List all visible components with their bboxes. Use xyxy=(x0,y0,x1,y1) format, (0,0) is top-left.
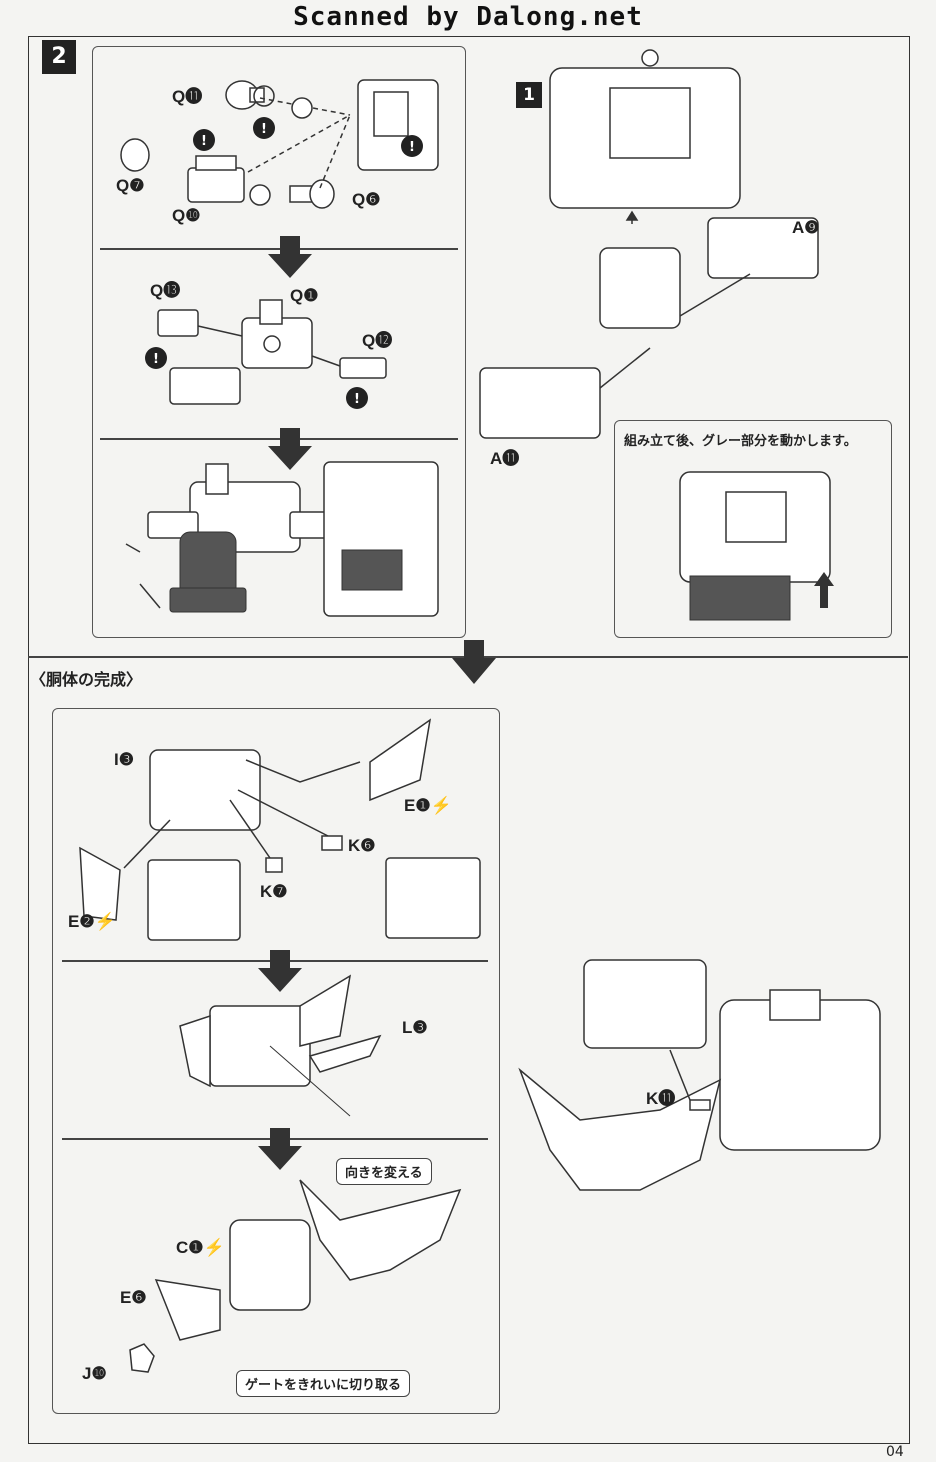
moving-gray-part-drawing xyxy=(679,471,834,621)
after-assembly-frame xyxy=(614,420,892,638)
label-a9: A❾ xyxy=(792,218,820,237)
watermark: Scanned by Dalong.net xyxy=(293,2,643,32)
parts-drawing-q: !!! xyxy=(120,79,439,209)
substep-badge: 1 xyxy=(516,82,542,108)
label-q12: Q⓬ xyxy=(362,331,393,350)
svg-text:!: ! xyxy=(354,392,360,407)
down-arrow-icon xyxy=(268,236,312,278)
label-k6: K❻ xyxy=(348,836,376,855)
label-j10: J❿ xyxy=(82,1364,107,1383)
section-title: 〈胴体の完成〉 xyxy=(30,670,143,689)
chest-assembly-drawing xyxy=(129,1179,462,1373)
label-q11: Q⓫ xyxy=(172,87,203,106)
change-direction-note: 向きを変える xyxy=(336,1158,432,1185)
label-q10: Q❿ xyxy=(172,206,201,225)
torso-completion-frame xyxy=(52,708,500,1414)
label-e6: E❻ xyxy=(120,1288,147,1307)
torso-core-drawing xyxy=(479,49,819,439)
svg-text:!: ! xyxy=(201,134,207,149)
page-frame xyxy=(28,36,910,1444)
label-q6: Q❻ xyxy=(352,190,381,209)
label-q1: Q❶ xyxy=(290,286,319,305)
label-k11: K⓫ xyxy=(646,1089,676,1108)
label-k7: K❼ xyxy=(260,882,288,901)
label-q7: Q❼ xyxy=(116,176,145,195)
torso-shell-drawing xyxy=(79,718,481,941)
label-a11: A⓫ xyxy=(490,449,520,468)
label-c1: C❶⚡ xyxy=(176,1238,225,1257)
torso-wings-drawing xyxy=(179,974,382,1117)
down-arrow-icon xyxy=(258,1128,302,1170)
page-number: 04 xyxy=(886,1444,904,1460)
label-q13: Q⓭ xyxy=(150,281,181,300)
subassembly-frame xyxy=(92,46,466,638)
cut-gate-note: ゲートをきれいに切り取る xyxy=(236,1370,411,1397)
svg-text:!: ! xyxy=(409,140,415,155)
after-assembly-note: 組み立て後、グレー部分を動かします。 xyxy=(624,434,857,449)
svg-text:!: ! xyxy=(153,352,159,367)
final-torso-drawing xyxy=(518,959,881,1191)
down-arrow-icon xyxy=(452,640,496,684)
divider-1 xyxy=(100,248,458,250)
label-e1: E❶⚡ xyxy=(404,796,452,815)
down-arrow-icon xyxy=(268,428,312,470)
label-i3: I❸ xyxy=(114,750,134,769)
down-arrow-icon xyxy=(258,950,302,992)
gray-part-assembly xyxy=(125,461,439,617)
parts-drawing-q-core: !! xyxy=(145,299,387,409)
label-l3: L❸ xyxy=(402,1018,428,1037)
svg-text:!: ! xyxy=(261,122,267,137)
divider-2 xyxy=(100,438,458,440)
step-number-badge: 2 xyxy=(42,40,76,74)
label-e2: E❷⚡ xyxy=(68,912,116,931)
